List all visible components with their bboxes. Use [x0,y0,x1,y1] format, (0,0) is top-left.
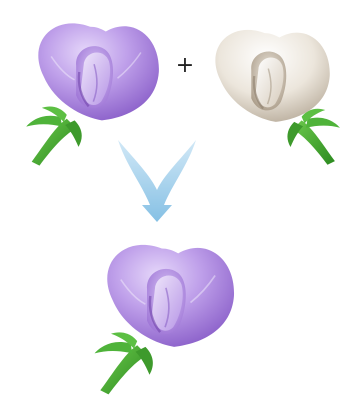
parent-white-flower [215,30,340,165]
offspring-purple-flower [95,245,234,395]
cross-plus-sign: + [176,53,194,78]
down-arrow-icon [118,140,196,222]
parent-purple-flower [26,23,159,165]
